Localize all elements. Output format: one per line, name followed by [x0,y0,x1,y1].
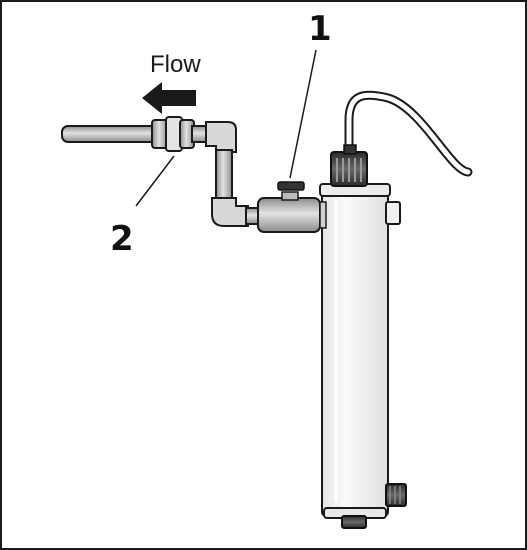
callout-2-number: 2 [110,219,134,259]
ball-valve [257,181,327,233]
drop-pipe [215,149,233,201]
callout-2-leader [135,155,175,207]
power-cable-core [346,92,471,175]
bottom-port [385,483,407,507]
callout-1-number: 1 [308,9,332,49]
lower-elbow [211,197,249,227]
valve-handle [277,181,305,191]
top-port [385,201,401,225]
outlet-pipe [61,125,159,143]
lamp-connector [330,144,368,187]
flow-label: Flow [150,51,201,78]
bottom-drain [341,515,367,529]
upper-elbow [205,121,237,153]
uv-vessel [319,183,391,519]
callout-1-leader [289,49,317,179]
pipe-union [151,116,195,152]
flow-arrow [142,82,196,114]
